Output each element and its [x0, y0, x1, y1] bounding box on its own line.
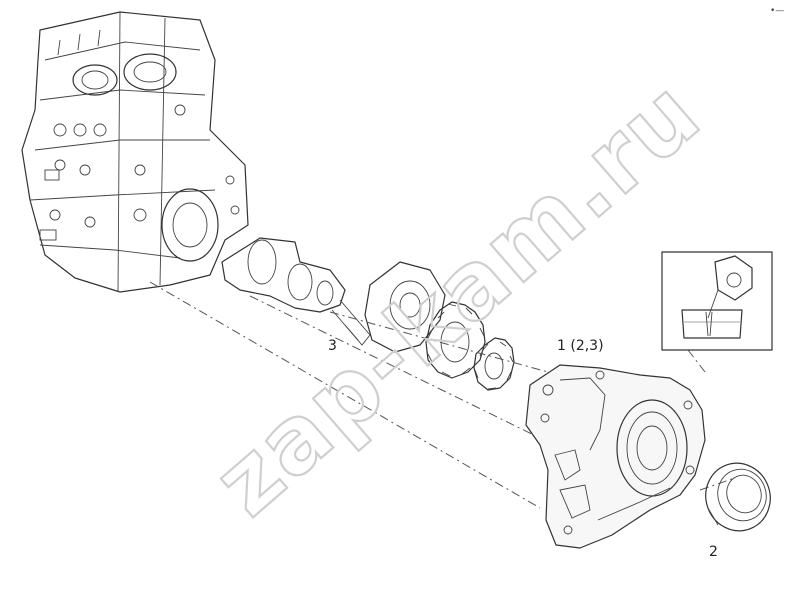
callout-item-1: 1 (2,3) [557, 338, 604, 354]
oil-pouring-inset-icon [661, 251, 773, 351]
oil-pump-housing-drawing [525, 364, 706, 549]
crankshaft-drawing [221, 237, 371, 346]
gear-drawing [364, 261, 515, 391]
callout-item-3: 3 [328, 338, 337, 354]
callout-item-2: 2 [709, 544, 718, 560]
alignment-lines [149, 281, 736, 509]
engine-block-drawing [21, 11, 249, 293]
corner-mark: •— [770, 6, 784, 16]
oil-seal-drawing [705, 462, 771, 532]
